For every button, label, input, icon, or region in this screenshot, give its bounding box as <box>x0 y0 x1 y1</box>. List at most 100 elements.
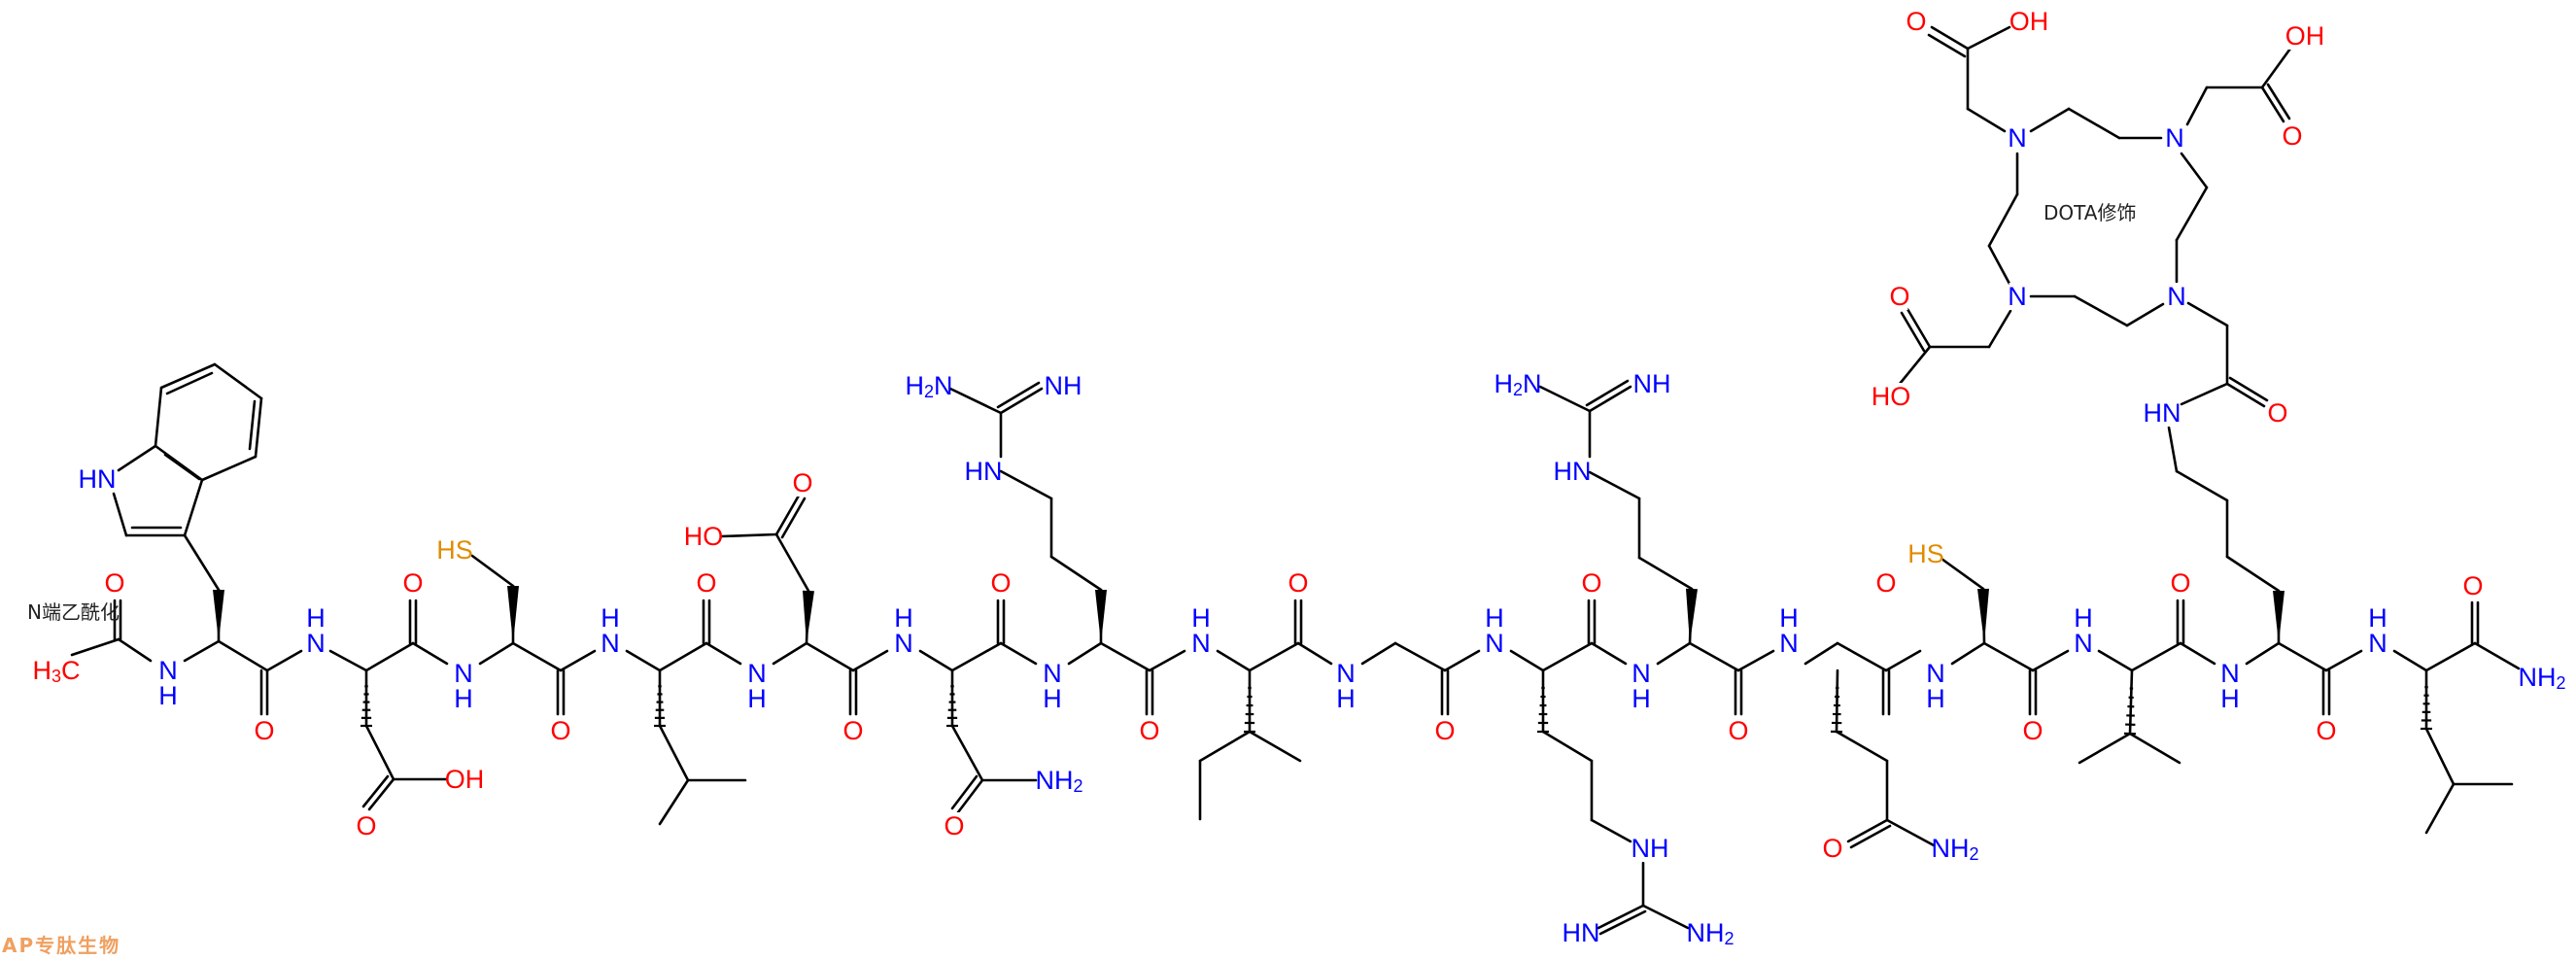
bond <box>1930 25 1970 51</box>
bond <box>1198 730 1252 763</box>
atom-label: H2N <box>1494 369 1541 399</box>
atom-label: O <box>1581 568 1601 598</box>
atom-label: HN <box>965 457 1003 486</box>
hashed-wedge-bond <box>1537 677 1549 734</box>
bond <box>2125 302 2165 327</box>
atom-label: O <box>1906 7 1926 36</box>
atom-label: O <box>1288 568 1308 598</box>
atom-label: O <box>1728 716 1748 745</box>
hashed-wedge-bond <box>1830 677 1843 734</box>
atom-label: NH2 <box>1686 918 1734 948</box>
bond <box>1443 649 1481 672</box>
bond <box>851 649 889 672</box>
bond <box>2185 86 2209 126</box>
atom-label: OH <box>445 765 485 794</box>
bond <box>1950 641 1986 666</box>
bond <box>1588 470 1641 500</box>
atom-label: O <box>2462 571 2483 600</box>
bond <box>1836 641 1888 672</box>
bond <box>2424 641 2477 672</box>
bond <box>1849 824 1892 849</box>
bond <box>780 497 807 539</box>
bond <box>1248 641 1300 672</box>
bond <box>2424 782 2456 835</box>
bond <box>1538 385 1592 413</box>
bond <box>559 649 597 672</box>
hashed-wedge-bond <box>654 677 666 728</box>
atom-label: O <box>2282 121 2302 151</box>
atom-label: N <box>454 659 473 688</box>
bond <box>999 641 1038 666</box>
bond <box>1216 649 1252 672</box>
bond <box>2067 107 2121 140</box>
bond <box>1393 641 1447 672</box>
bond <box>2073 294 2129 327</box>
atom-label: O <box>402 568 423 598</box>
atom-label: N <box>894 629 913 658</box>
bond <box>163 453 201 481</box>
atom-label: H <box>2368 603 2387 633</box>
bond <box>1688 641 1740 672</box>
bond <box>1803 641 1839 666</box>
bond <box>364 724 395 781</box>
hashed-wedge-bond <box>2421 677 2432 731</box>
atom-label: H <box>2074 603 2093 633</box>
bond <box>2228 376 2269 402</box>
bond <box>248 399 257 451</box>
n-terminal-acetylation-note: N端乙酰化 <box>27 600 120 624</box>
bond <box>1736 649 1775 672</box>
hashed-wedge-bond <box>2123 678 2137 736</box>
bond <box>470 554 515 588</box>
bond <box>1898 345 1932 386</box>
bond <box>1588 385 1632 413</box>
atom-label: O <box>1889 282 1909 311</box>
bond <box>2179 641 2216 666</box>
bond <box>1835 730 1889 763</box>
bond <box>956 778 984 814</box>
bond <box>2167 426 2179 473</box>
atom-label: H <box>1336 684 1356 713</box>
bond <box>1966 107 2007 133</box>
bond <box>70 637 120 657</box>
atom-label: N <box>2008 123 2027 153</box>
atom-label: H <box>601 603 620 633</box>
bold-wedge-bond <box>1095 590 1107 643</box>
bond <box>2180 152 2209 189</box>
atom-label: H <box>894 603 913 633</box>
atom-label: O <box>550 716 570 745</box>
bond <box>948 387 1003 415</box>
atom-label: O <box>254 716 274 745</box>
atom-label: H <box>1485 603 1504 633</box>
atom-label: H <box>306 603 326 633</box>
bond <box>2225 555 2281 593</box>
bond <box>183 478 204 537</box>
atom-label: NH2 <box>2518 663 2565 693</box>
bond <box>478 641 515 666</box>
atom-label: N <box>601 629 620 658</box>
atom-label: HS <box>436 535 473 565</box>
bond <box>1099 641 1151 672</box>
atom-label: H <box>1043 684 1062 713</box>
atom-label: N <box>306 629 326 658</box>
atom-label: O <box>2022 716 2043 745</box>
atom-label: H <box>2220 684 2240 713</box>
bold-wedge-bond <box>2273 591 2284 643</box>
bond <box>1296 641 1333 666</box>
bond <box>2473 641 2521 670</box>
bond <box>154 386 163 448</box>
atom-label: N <box>1191 629 1211 658</box>
atom-label: O <box>1434 716 1455 745</box>
bond <box>254 396 263 459</box>
bond <box>2097 649 2134 672</box>
bond <box>1067 641 1103 666</box>
atom-label: N <box>1485 629 1504 658</box>
bond <box>112 492 128 537</box>
atom-label: O <box>1139 716 1159 745</box>
atom-label: O <box>696 568 716 598</box>
bond <box>2277 641 2328 672</box>
bond <box>2180 382 2229 406</box>
atom-label: HS <box>1907 539 1944 568</box>
bond <box>328 649 368 672</box>
atom-label: O <box>2170 568 2190 598</box>
